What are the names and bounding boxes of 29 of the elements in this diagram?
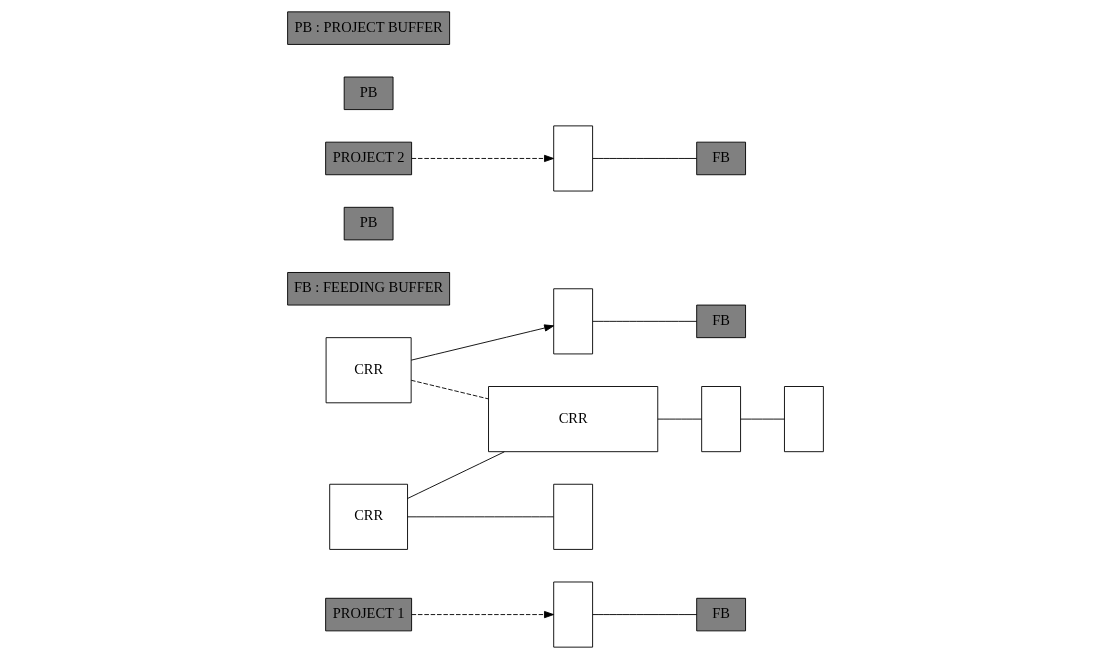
node-box <box>552 288 593 355</box>
node-box <box>552 581 593 648</box>
connector <box>739 418 785 420</box>
connector <box>656 418 702 420</box>
node-box: CRR <box>325 337 412 404</box>
arrow <box>410 610 554 619</box>
node-box: PB : PROJECT BUFFER <box>286 11 450 45</box>
connector <box>591 320 697 322</box>
arrow <box>410 324 554 361</box>
node-box: PB <box>343 76 393 111</box>
connector <box>410 379 489 400</box>
node-box: FB <box>695 304 746 339</box>
node-box <box>552 125 593 192</box>
node-box: PROJECT 2 <box>324 141 412 176</box>
connector <box>591 158 697 159</box>
node-box: FB <box>695 597 746 632</box>
connector <box>591 614 697 616</box>
node-box: PROJECT 1 <box>324 597 412 632</box>
node-box <box>783 386 824 453</box>
node-box: FB <box>695 141 746 176</box>
node-box: CRR <box>487 386 658 453</box>
node-box: PB <box>343 206 393 241</box>
arrow <box>410 154 554 163</box>
connector <box>406 516 554 518</box>
node-box: FB : FEEDING BUFFER <box>286 272 450 306</box>
node-box <box>552 483 593 550</box>
connector <box>406 451 505 499</box>
node-box: CRR <box>328 483 408 550</box>
node-box <box>700 386 741 453</box>
